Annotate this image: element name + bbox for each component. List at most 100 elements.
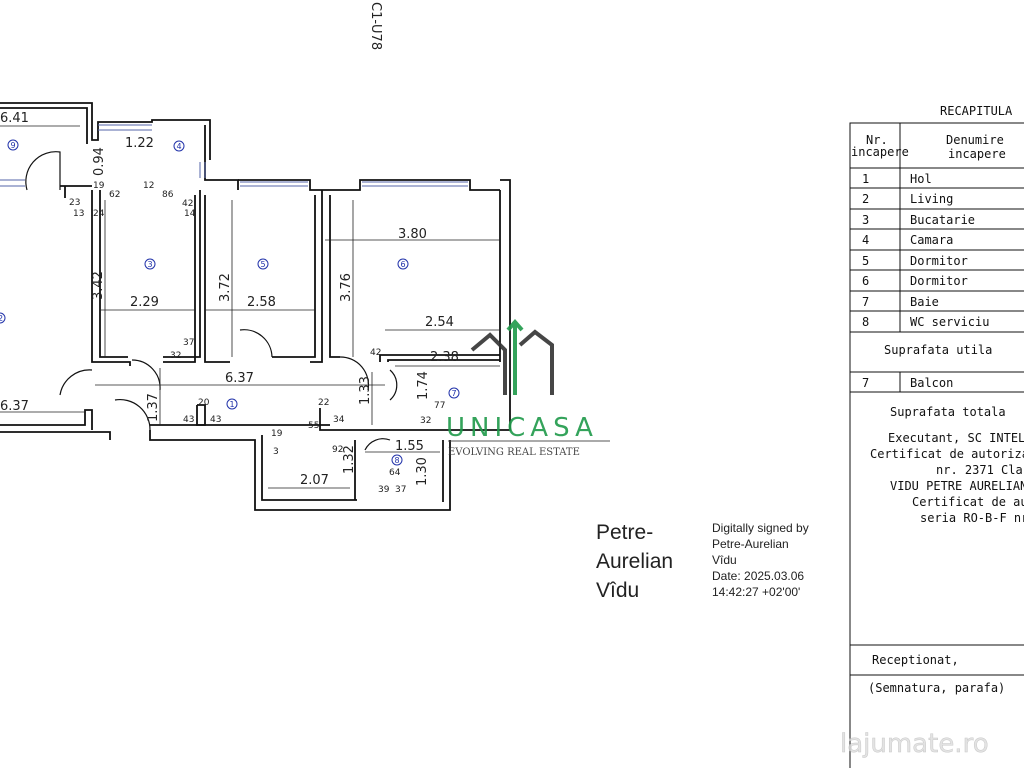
svg-text:64: 64 [389, 468, 401, 478]
svg-text:RECAPITULA: RECAPITULA [940, 104, 1013, 118]
svg-text:3.42: 3.42 [91, 271, 106, 300]
svg-text:2.54: 2.54 [425, 315, 454, 330]
svg-text:92: 92 [332, 445, 343, 455]
digital-signature: Digitally signed by Petre-Aurelian Vîdu … [712, 520, 809, 600]
svg-text:3.72: 3.72 [218, 273, 233, 302]
svg-text:8: 8 [395, 456, 400, 465]
svg-text:1.32: 1.32 [342, 445, 357, 474]
svg-text:Receptionat,: Receptionat, [872, 653, 959, 667]
svg-text:6: 6 [401, 260, 406, 269]
svg-text:6.37: 6.37 [0, 399, 29, 414]
svg-text:7: 7 [452, 389, 457, 398]
svg-text:Nr.: Nr. [866, 133, 888, 147]
svg-text:4: 4 [177, 142, 182, 151]
signer-name-line: Vîdu [596, 579, 640, 602]
svg-text:20: 20 [198, 398, 210, 408]
svg-text:37: 37 [183, 338, 194, 348]
svg-text:12: 12 [143, 181, 154, 191]
svg-text:2.38: 2.38 [430, 350, 459, 365]
svg-text:nr. 2371 Clasa: nr. 2371 Clasa [936, 463, 1024, 477]
svg-text:Denumire: Denumire [946, 133, 1004, 147]
wall-thickness-labels: 19 62 23 13 24 86 42 14 12 37 32 20 43 4… [69, 181, 445, 495]
svg-text:5: 5 [261, 260, 266, 269]
svg-text:1.37: 1.37 [146, 393, 161, 422]
signer-name: Petre- Aurelian Vîdu [596, 518, 673, 605]
svg-text:1: 1 [230, 400, 235, 409]
digital-signature-line: 14:42:27 +02'00' [712, 585, 801, 599]
svg-text:3.80: 3.80 [398, 227, 427, 242]
svg-text:Bucatarie: Bucatarie [910, 213, 975, 227]
svg-text:9: 9 [11, 141, 16, 150]
svg-text:Baie: Baie [910, 295, 939, 309]
svg-text:7: 7 [862, 376, 869, 390]
svg-text:1.30: 1.30 [415, 457, 430, 486]
svg-text:4: 4 [862, 233, 869, 247]
svg-text:VIDU PETRE AURELIAN C: VIDU PETRE AURELIAN C [890, 479, 1024, 493]
svg-text:incapere: incapere [948, 147, 1006, 161]
room-markers: 1 2 3 4 5 6 7 8 9 [0, 139, 460, 466]
svg-text:13: 13 [73, 209, 84, 219]
svg-text:Camara: Camara [910, 233, 953, 247]
svg-text:Dormitor: Dormitor [910, 254, 968, 268]
windows [0, 124, 468, 187]
svg-text:6.41: 6.41 [0, 111, 29, 126]
svg-text:39: 39 [378, 485, 390, 495]
svg-text:1.22: 1.22 [125, 136, 154, 151]
svg-text:43: 43 [183, 415, 194, 425]
svg-text:Suprafata totala: Suprafata totala [890, 405, 1006, 419]
unicasa-tagline: EVOLVING REAL ESTATE [448, 447, 580, 458]
svg-text:Executant, SC INTELIG: Executant, SC INTELIG [888, 431, 1024, 445]
svg-text:0.94: 0.94 [92, 147, 107, 176]
svg-text:incapere: incapere [851, 145, 909, 159]
svg-text:42: 42 [370, 348, 381, 358]
svg-text:2.07: 2.07 [300, 473, 329, 488]
svg-text:6: 6 [862, 274, 869, 288]
signer-name-line: Aurelian [596, 550, 674, 573]
svg-text:19: 19 [93, 181, 105, 191]
svg-text:Certificat de autorizare: Certificat de autorizare [870, 447, 1024, 461]
svg-text:34: 34 [333, 415, 345, 425]
svg-text:22: 22 [318, 398, 329, 408]
dimension-lines [0, 125, 500, 489]
svg-text:Hol: Hol [910, 172, 932, 186]
svg-text:14: 14 [184, 209, 196, 219]
svg-text:37: 37 [395, 485, 406, 495]
svg-text:seria RO-B-F nr.: seria RO-B-F nr. [920, 511, 1024, 525]
lajumate-watermark: lajumate.ro [840, 729, 989, 759]
digital-signature-line: Date: 2025.03.06 [712, 569, 805, 583]
svg-text:55: 55 [308, 421, 319, 431]
svg-text:42: 42 [182, 199, 193, 209]
svg-text:7: 7 [862, 295, 869, 309]
svg-text:19: 19 [271, 429, 283, 439]
svg-text:Certificat de auto: Certificat de auto [912, 495, 1024, 509]
dimension-labels: 6.41 1.22 0.94 2.29 2.58 3.80 2.54 2.38 … [0, 111, 459, 488]
svg-text:32: 32 [170, 351, 181, 361]
recap-table: RECAPITULA Nr. incapere Denumire incaper… [849, 104, 1024, 768]
svg-text:32: 32 [420, 416, 431, 426]
svg-text:1: 1 [862, 172, 869, 186]
drawing-code: C1-U78 [368, 2, 383, 50]
svg-text:(Semnatura, parafa): (Semnatura, parafa) [868, 681, 1005, 695]
svg-text:62: 62 [109, 190, 120, 200]
walls [0, 102, 511, 511]
digital-signature-line: Digitally signed by [712, 521, 809, 535]
svg-text:3: 3 [273, 447, 279, 457]
svg-text:8: 8 [862, 315, 869, 329]
svg-text:43: 43 [210, 415, 221, 425]
svg-text:3: 3 [148, 260, 153, 269]
svg-text:24: 24 [93, 209, 105, 219]
svg-text:Suprafata utila: Suprafata utila [884, 343, 992, 357]
signer-name-line: Petre- [596, 521, 654, 544]
svg-text:5: 5 [862, 254, 869, 268]
svg-text:2.29: 2.29 [130, 295, 159, 310]
svg-text:Dormitor: Dormitor [910, 274, 968, 288]
svg-text:1.33: 1.33 [358, 376, 373, 405]
svg-text:86: 86 [162, 190, 174, 200]
svg-text:77: 77 [434, 401, 445, 411]
svg-text:2.58: 2.58 [247, 295, 276, 310]
svg-text:23: 23 [69, 198, 80, 208]
unicasa-logo: UNICASA EVOLVING REAL ESTATE [446, 318, 610, 458]
svg-text:Balcon: Balcon [910, 376, 953, 390]
